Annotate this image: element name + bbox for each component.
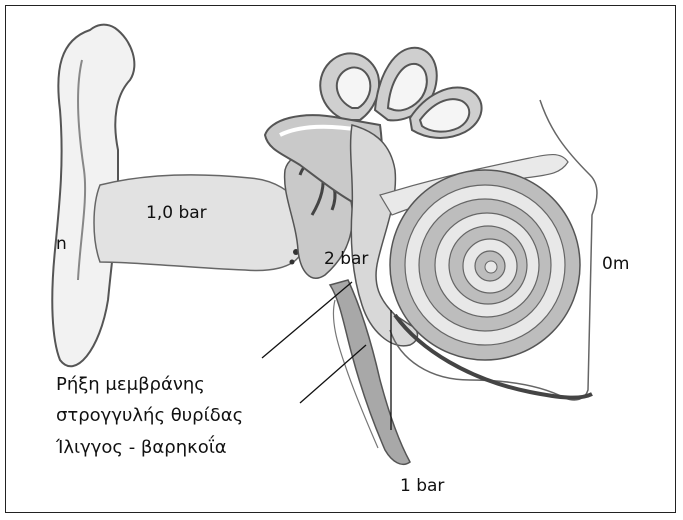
caption-line-2: στρογγυλής θυρίδας [56, 407, 243, 425]
middle-ear-pressure-label: 2 bar [324, 251, 368, 268]
inner-ear-label: 0m [602, 256, 629, 273]
caption-line-1: Ρήξη μεμβράνης [56, 376, 205, 394]
outer-ear-label: n [56, 236, 67, 253]
ear-canal-pressure-label: 1,0 bar [146, 205, 207, 222]
cochlea [390, 170, 580, 360]
caption-line-3: Ίλιγγος - βαρηκοΐα [56, 439, 227, 457]
eustachian-pressure-label: 1 bar [400, 478, 444, 495]
